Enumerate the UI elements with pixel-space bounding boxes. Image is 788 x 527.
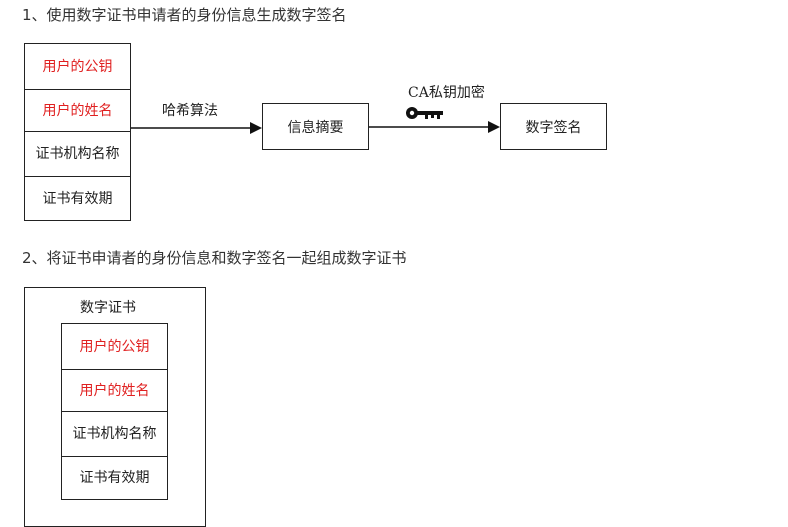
hash-arrow bbox=[131, 122, 262, 134]
ca-encrypt-label: CA私钥加密 bbox=[408, 85, 485, 101]
step1-cell-validity: 证书有效期 bbox=[24, 176, 131, 221]
signature-box: 数字签名 bbox=[500, 103, 607, 150]
step2-cell-public-key: 用户的公钥 bbox=[61, 323, 168, 370]
step2-heading: 2、将证书申请者的身份信息和数字签名一起组成数字证书 bbox=[22, 249, 407, 267]
step2-cell-issuer-name: 证书机构名称 bbox=[61, 411, 168, 457]
certificate-title: 数字证书 bbox=[80, 300, 136, 316]
encrypt-arrow bbox=[369, 121, 500, 133]
digest-box: 信息摘要 bbox=[262, 103, 369, 150]
hash-algorithm-label: 哈希算法 bbox=[162, 103, 218, 119]
key-icon bbox=[406, 107, 443, 119]
step1-connectors bbox=[131, 107, 500, 134]
step1-cell-user-name: 用户的姓名 bbox=[24, 89, 131, 132]
step1-heading: 1、使用数字证书申请者的身份信息生成数字签名 bbox=[22, 6, 347, 24]
step2-cell-user-name: 用户的姓名 bbox=[61, 369, 168, 412]
step2-cell-validity: 证书有效期 bbox=[61, 456, 168, 500]
